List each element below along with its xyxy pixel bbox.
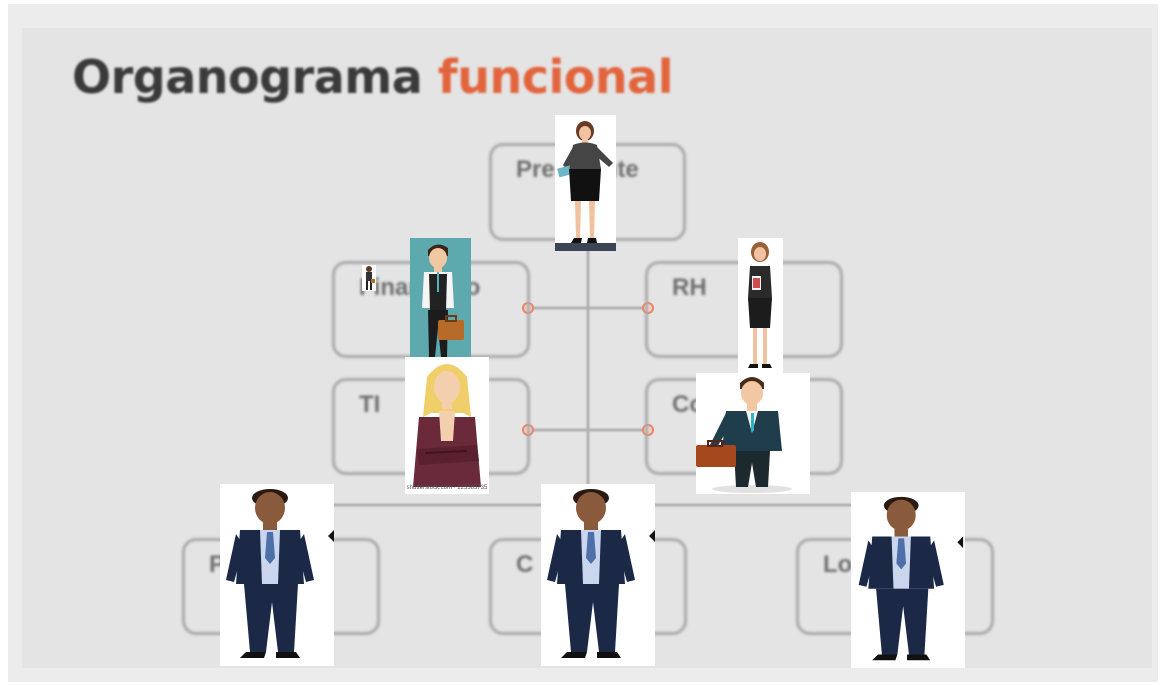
small-businessman-icon <box>362 265 376 291</box>
box-bottom-right-label: Lo <box>823 551 853 578</box>
slide-title: Organograma funcional <box>72 50 673 104</box>
title-accent: funcional <box>437 50 674 104</box>
box-ti-label: TI <box>359 391 381 418</box>
businessman-briefcase-icon <box>410 238 471 357</box>
businesswoman-tablet-icon <box>555 115 616 251</box>
box-bottom-center-label: C <box>516 551 534 578</box>
businessman-suitcase-icon <box>696 373 810 494</box>
stock-caption: shutterstock.com · 225385735 <box>406 485 488 491</box>
businessman-suit-icon-center <box>541 484 655 666</box>
businesswoman-arms-crossed-icon: shutterstock.com · 225385735 <box>405 357 489 494</box>
businessman-suit-icon-right <box>851 492 965 668</box>
box-rh-label: RH <box>672 274 707 301</box>
businesswoman-clipboard-icon <box>738 238 783 373</box>
businessman-suit-icon-left <box>220 484 334 666</box>
title-main: Organograma <box>72 50 423 104</box>
